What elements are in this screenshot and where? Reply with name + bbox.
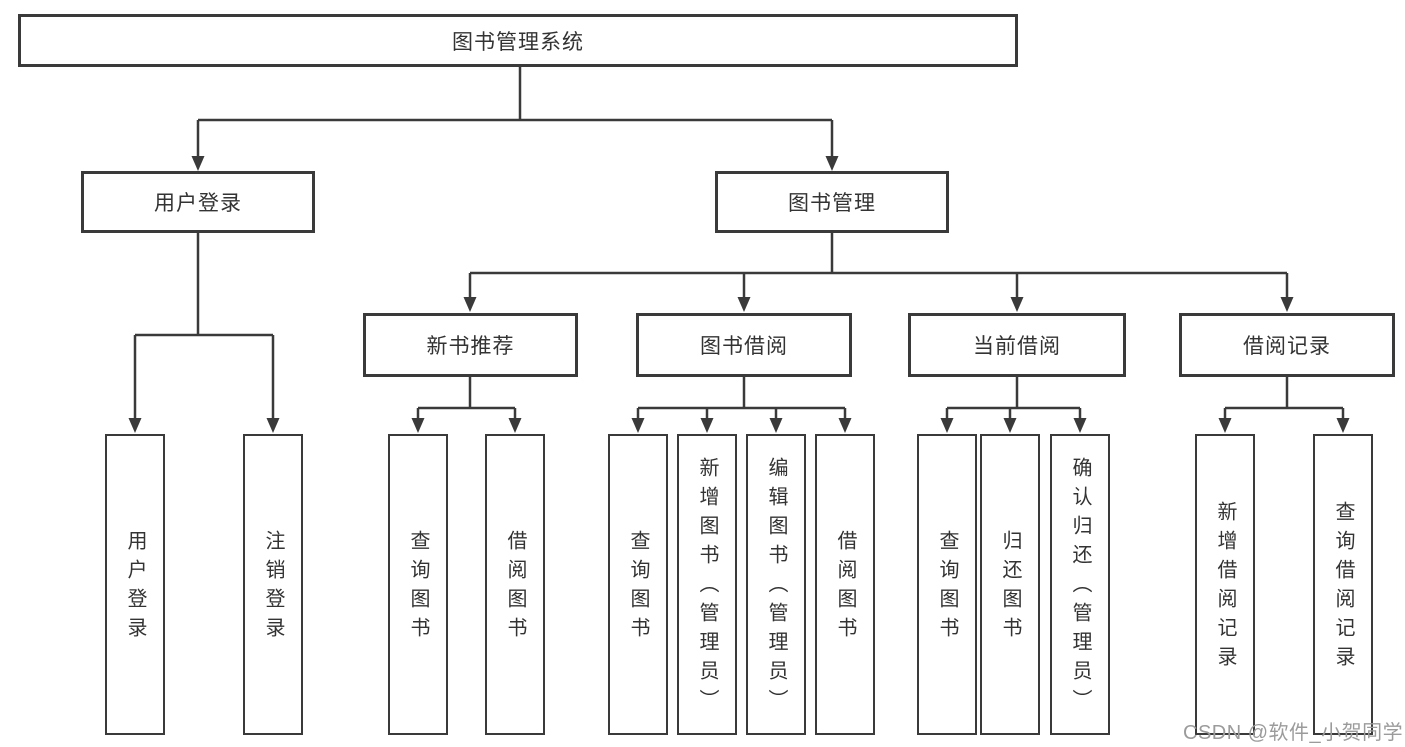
leaf-logout-label: 注销登录: [262, 529, 284, 646]
leaf-query-books-2: 查询图书: [608, 434, 668, 735]
csdn-watermark: CSDN @软件_小贺同学: [1183, 722, 1404, 744]
node-new-book-recommend: 新书推荐: [363, 313, 578, 377]
leaf-return-books-label: 归还图书: [999, 529, 1021, 646]
leaf-borrow-books-1-label: 借阅图书: [504, 529, 526, 646]
leaf-return-books: 归还图书: [980, 434, 1040, 735]
leaf-add-books-admin-label: 新增图书（管理员）: [696, 457, 718, 718]
leaf-add-borrow-record-label: 新增借阅记录: [1214, 500, 1236, 675]
node-borrowing-records-label: 借阅记录: [1243, 335, 1331, 358]
leaf-add-borrow-record: 新增借阅记录: [1195, 434, 1255, 735]
leaf-query-books-2-label: 查询图书: [627, 529, 649, 646]
leaf-query-borrow-record: 查询借阅记录: [1313, 434, 1373, 735]
node-root-label: 图书管理系统: [452, 30, 584, 54]
arrowhead-icons: [128, 156, 1350, 433]
leaf-add-books-admin: 新增图书（管理员）: [677, 434, 737, 735]
node-user-login: 用户登录: [81, 171, 315, 233]
leaf-confirm-return-admin: 确认归还（管理员）: [1050, 434, 1110, 735]
leaf-user-login-label: 用户登录: [124, 529, 146, 646]
node-book-management-label: 图书管理: [788, 192, 876, 215]
node-current-borrowing-label: 当前借阅: [973, 335, 1061, 358]
leaf-borrow-books-2-label: 借阅图书: [834, 529, 856, 646]
leaf-borrow-books-2: 借阅图书: [815, 434, 875, 735]
leaf-logout: 注销登录: [243, 434, 303, 735]
leaf-edit-books-admin: 编辑图书（管理员）: [746, 434, 806, 735]
leaf-query-borrow-record-label: 查询借阅记录: [1332, 500, 1354, 675]
node-book-borrowing: 图书借阅: [636, 313, 852, 377]
node-new-book-recommend-label: 新书推荐: [426, 335, 515, 358]
node-book-management: 图书管理: [715, 171, 949, 233]
leaf-query-books-3-label: 查询图书: [936, 529, 958, 646]
leaf-query-books-3: 查询图书: [917, 434, 977, 735]
leaf-edit-books-admin-label: 编辑图书（管理员）: [765, 457, 787, 718]
node-current-borrowing: 当前借阅: [908, 313, 1126, 377]
node-book-borrowing-label: 图书借阅: [700, 335, 788, 358]
node-borrowing-records: 借阅记录: [1179, 313, 1395, 377]
node-user-login-label: 用户登录: [154, 192, 242, 215]
leaf-borrow-books-1: 借阅图书: [485, 434, 545, 735]
node-root-system: 图书管理系统: [18, 14, 1018, 67]
leaf-user-login: 用户登录: [105, 434, 165, 735]
leaf-query-books-1-label: 查询图书: [407, 529, 429, 646]
leaf-query-books-1: 查询图书: [388, 434, 448, 735]
leaf-confirm-return-admin-label: 确认归还（管理员）: [1069, 457, 1091, 718]
